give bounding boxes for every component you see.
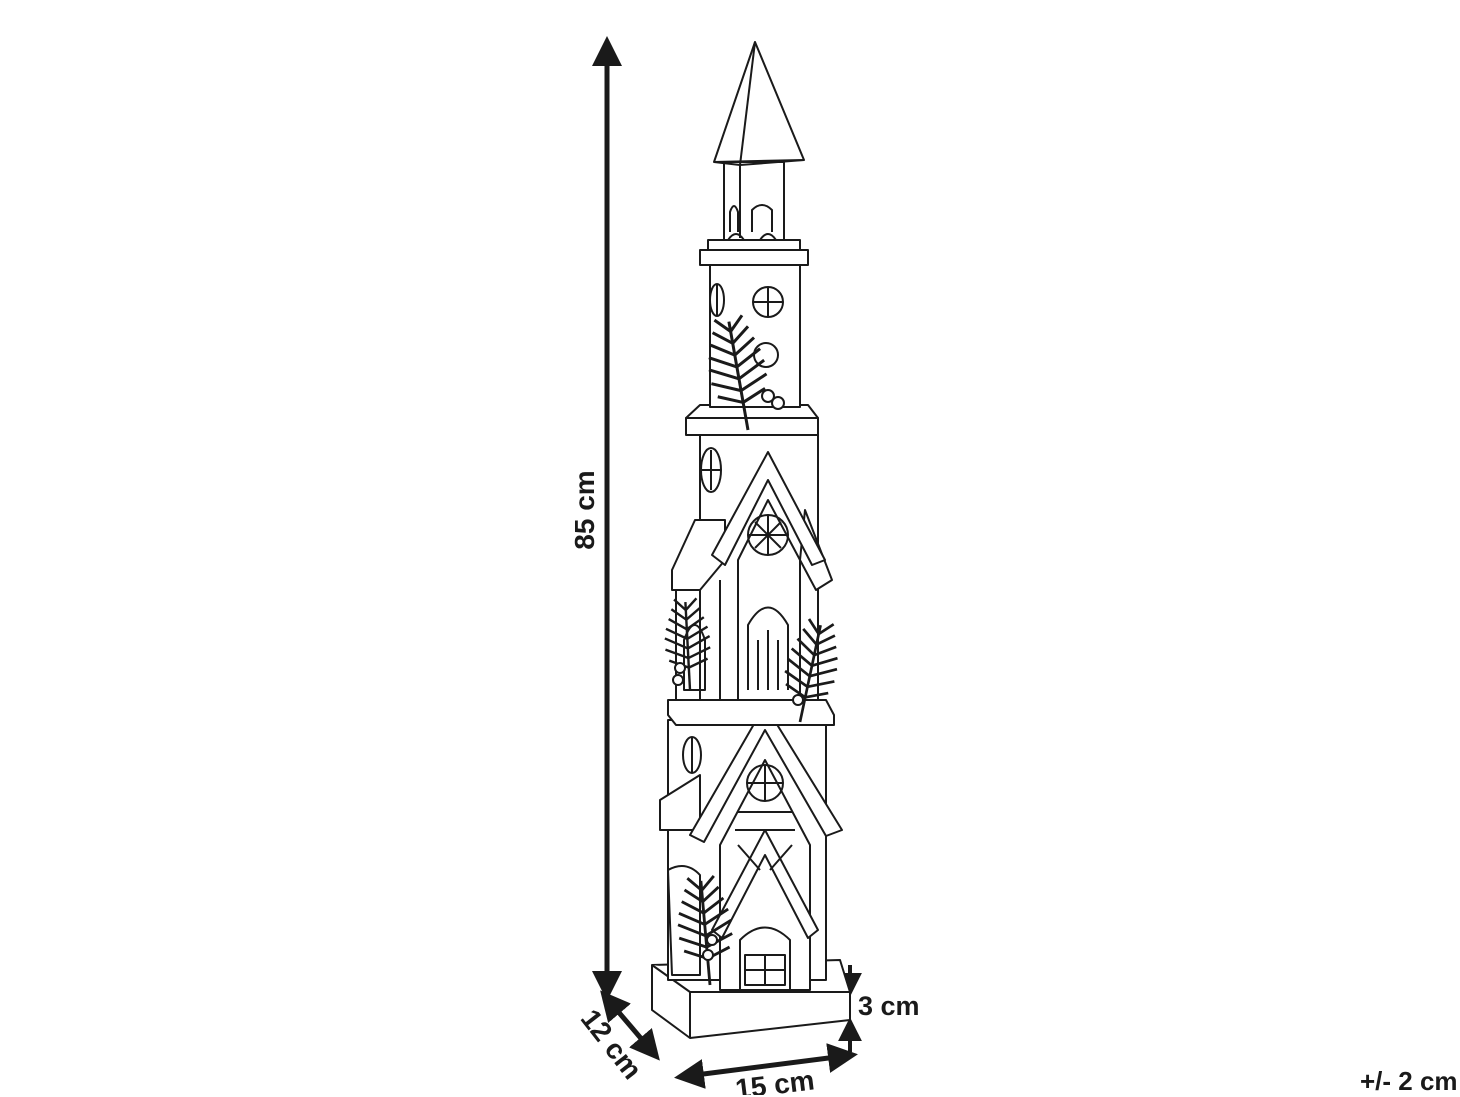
middle-house bbox=[671, 434, 833, 701]
width-dimension: 15 cm bbox=[674, 1043, 858, 1095]
pine-branches bbox=[661, 311, 848, 989]
tower-illustration bbox=[651, 41, 851, 1039]
tolerance-note: +/- 2 cm bbox=[1360, 1066, 1458, 1096]
belfry bbox=[723, 161, 785, 241]
depth-dimension: 12 cm bbox=[575, 990, 660, 1085]
height-label: 85 cm bbox=[569, 470, 600, 549]
base-height-dimension: 3 cm bbox=[838, 965, 920, 1052]
base-height-label: 3 cm bbox=[858, 991, 920, 1021]
depth-label: 12 cm bbox=[575, 1003, 648, 1085]
middle-ledge bbox=[667, 699, 835, 726]
spire bbox=[713, 41, 805, 166]
lower-house bbox=[659, 704, 843, 991]
height-dimension: 85 cm bbox=[569, 36, 622, 1001]
upper-ledge bbox=[685, 404, 819, 436]
clock-tower bbox=[699, 239, 809, 408]
